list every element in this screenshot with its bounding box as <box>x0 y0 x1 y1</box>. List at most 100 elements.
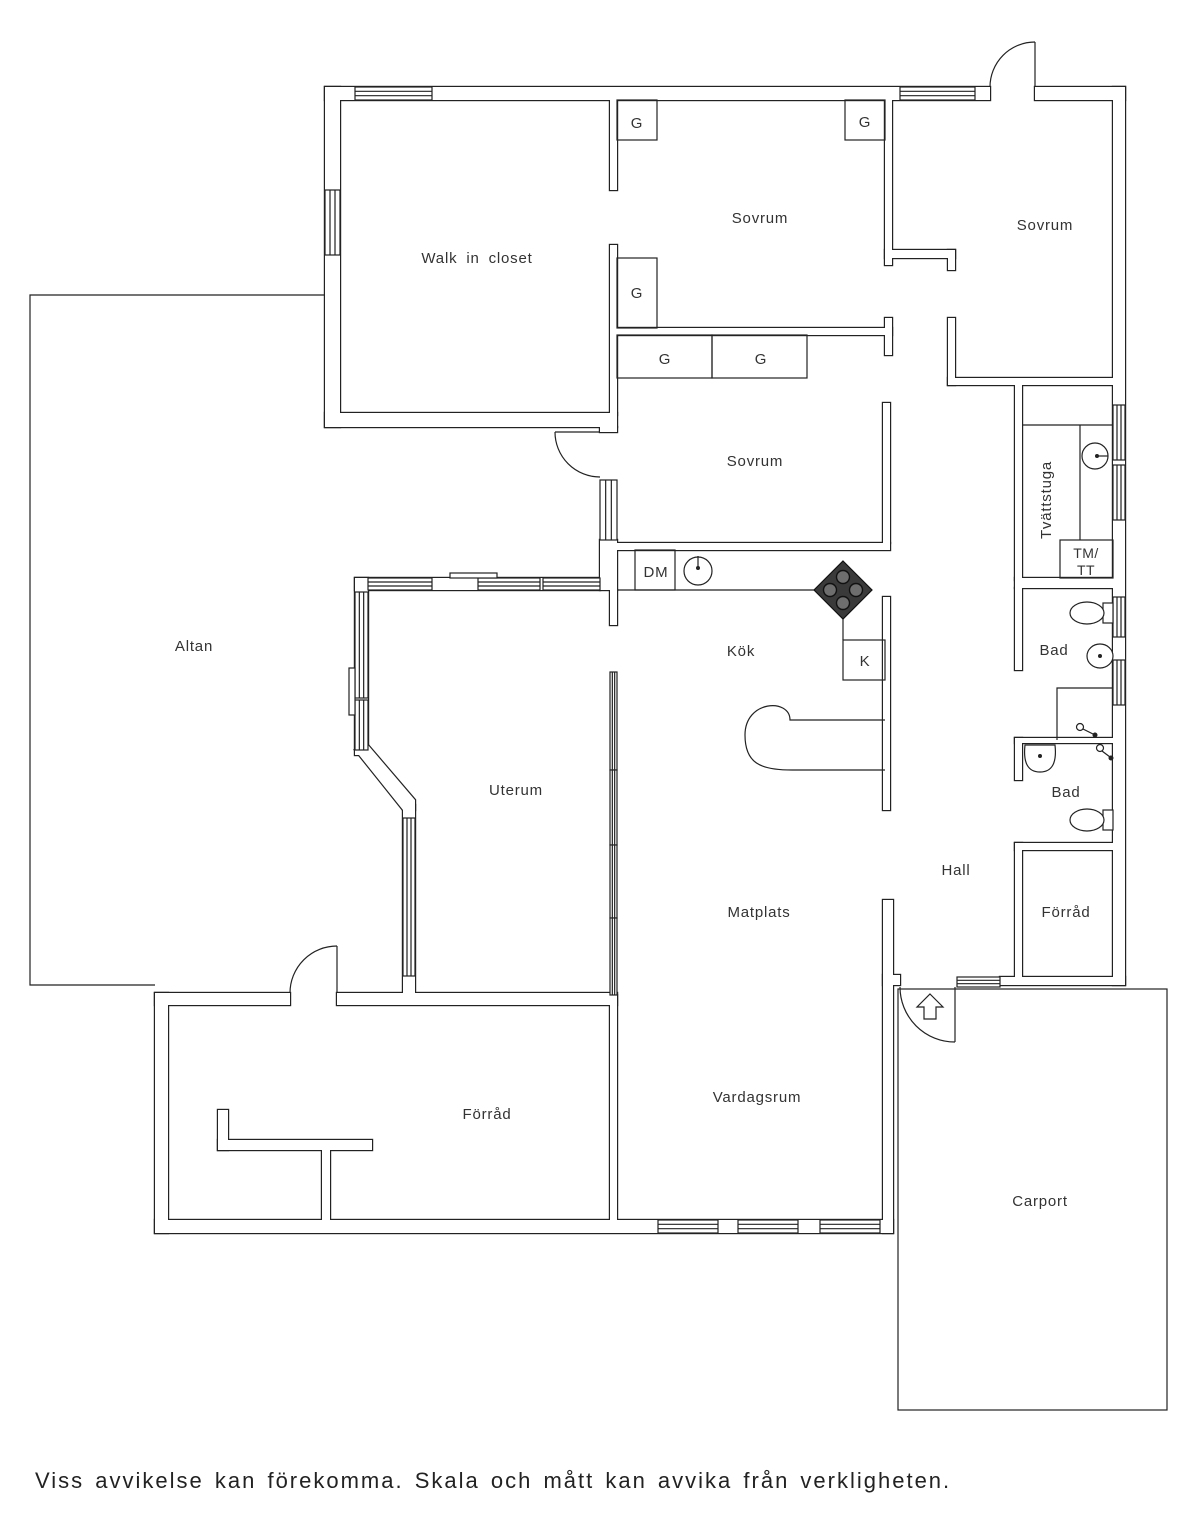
room-label-bad-lower: Bad <box>1051 784 1080 801</box>
room-label-forrad-right: Förråd <box>1042 904 1091 921</box>
fixture-labels: G G G G G DM K TM/ TT <box>631 114 1099 670</box>
closet <box>711 334 808 379</box>
wall-segment <box>337 993 617 1005</box>
shower-head-icon <box>1075 722 1085 732</box>
window <box>657 1219 719 1234</box>
room-label-uterum: Uterum <box>489 782 543 799</box>
window-frame <box>609 844 618 919</box>
window <box>899 86 976 101</box>
wall-segment <box>325 87 340 427</box>
disclaimer-text: Viss avvikelse kan förekomma. Skala och … <box>35 1468 951 1493</box>
sink-drain <box>1098 654 1102 658</box>
wall-segment <box>1015 738 1022 780</box>
window-frame <box>367 577 433 591</box>
washer-label-line2: TT <box>1077 562 1095 578</box>
window <box>599 479 618 541</box>
washer-dryer-box <box>1059 539 1114 579</box>
window <box>354 699 369 751</box>
room-label-hall: Hall <box>941 862 970 879</box>
door <box>289 945 338 994</box>
entrance-arrow-icon <box>915 993 945 1020</box>
window <box>609 671 618 771</box>
wall-segment <box>1015 843 1022 977</box>
window <box>477 577 541 591</box>
window-frame <box>819 1219 881 1234</box>
sliding-door <box>449 572 498 579</box>
closet <box>616 99 658 141</box>
window <box>367 577 433 591</box>
closet-label: G <box>659 351 671 368</box>
wall-segment <box>1000 977 1125 985</box>
dishwasher-label: DM <box>644 564 669 581</box>
window-frame <box>657 1219 719 1234</box>
wall-segment <box>883 403 890 543</box>
window-frame <box>324 189 341 256</box>
closet-label: G <box>631 285 643 302</box>
room-label-tvattstuga: Tvättstuga <box>1038 461 1055 539</box>
room-label-matplats: Matplats <box>727 904 790 921</box>
bathroom-sink-icon <box>1023 744 1057 773</box>
wall-segment <box>1015 578 1113 588</box>
window <box>354 86 433 101</box>
walls-fill <box>155 87 1125 1233</box>
wall-segment <box>883 975 900 985</box>
bathroom-lower-fixtures <box>1023 743 1114 832</box>
fixtures <box>616 99 1114 832</box>
room-label-sovrum-top: Sovrum <box>732 210 788 227</box>
stove-icon <box>813 560 873 620</box>
room-label-vardagsrum: Vardagsrum <box>713 1089 802 1106</box>
window-frame <box>542 577 601 591</box>
room-label-bad-upper: Bad <box>1039 642 1068 659</box>
walls-outline <box>153 85 1127 1235</box>
door <box>554 431 601 478</box>
bathroom-upper-fixtures <box>1056 601 1114 740</box>
shower-enclosure <box>1056 687 1113 740</box>
window <box>354 591 369 699</box>
wall-segment <box>600 427 617 432</box>
door-swing-arc <box>289 945 338 994</box>
door-swing-arc <box>989 41 1036 88</box>
laundry-fixtures <box>1022 424 1114 579</box>
shower-valve <box>1092 732 1098 738</box>
closet <box>616 257 658 329</box>
fridge-label: K <box>860 653 871 670</box>
wall-segment <box>610 590 617 625</box>
window <box>1112 596 1126 638</box>
site-outlines <box>29 294 1168 1411</box>
wall-segment <box>1015 385 1022 580</box>
wall-segment <box>325 413 617 427</box>
wall-segment <box>1015 588 1022 670</box>
kitchen-sink-drain <box>696 566 700 570</box>
shower-head-icon <box>1095 743 1105 753</box>
window <box>609 769 618 846</box>
wall-segment <box>218 1110 228 1150</box>
wall-segment <box>948 250 955 270</box>
window-frame <box>899 86 976 101</box>
window-frame <box>402 817 416 977</box>
window <box>956 976 1001 988</box>
toilet-icon <box>1069 601 1105 625</box>
wall-segment <box>322 1150 330 1220</box>
shower-hose <box>1082 728 1094 735</box>
wall-segment <box>610 100 617 190</box>
window-frame <box>354 699 369 751</box>
door-swing-arc <box>899 986 956 1043</box>
door <box>899 986 956 1043</box>
wall-segment <box>883 597 890 810</box>
closet-label: G <box>631 115 643 132</box>
window <box>1112 659 1126 706</box>
wall-segment <box>617 543 890 550</box>
window-sill <box>348 667 356 716</box>
window-frame <box>1112 596 1126 638</box>
wall-segment <box>155 993 168 1233</box>
window-frame <box>599 479 618 541</box>
wall-segment <box>617 328 892 335</box>
wall-segment <box>325 87 990 100</box>
wall-segment <box>218 1140 372 1150</box>
window-frame <box>354 591 369 699</box>
wall-segment <box>883 900 893 1233</box>
window <box>402 817 416 977</box>
room-label-sovrum-middle: Sovrum <box>727 453 783 470</box>
dishwasher <box>634 549 676 591</box>
stove-top <box>813 560 873 620</box>
